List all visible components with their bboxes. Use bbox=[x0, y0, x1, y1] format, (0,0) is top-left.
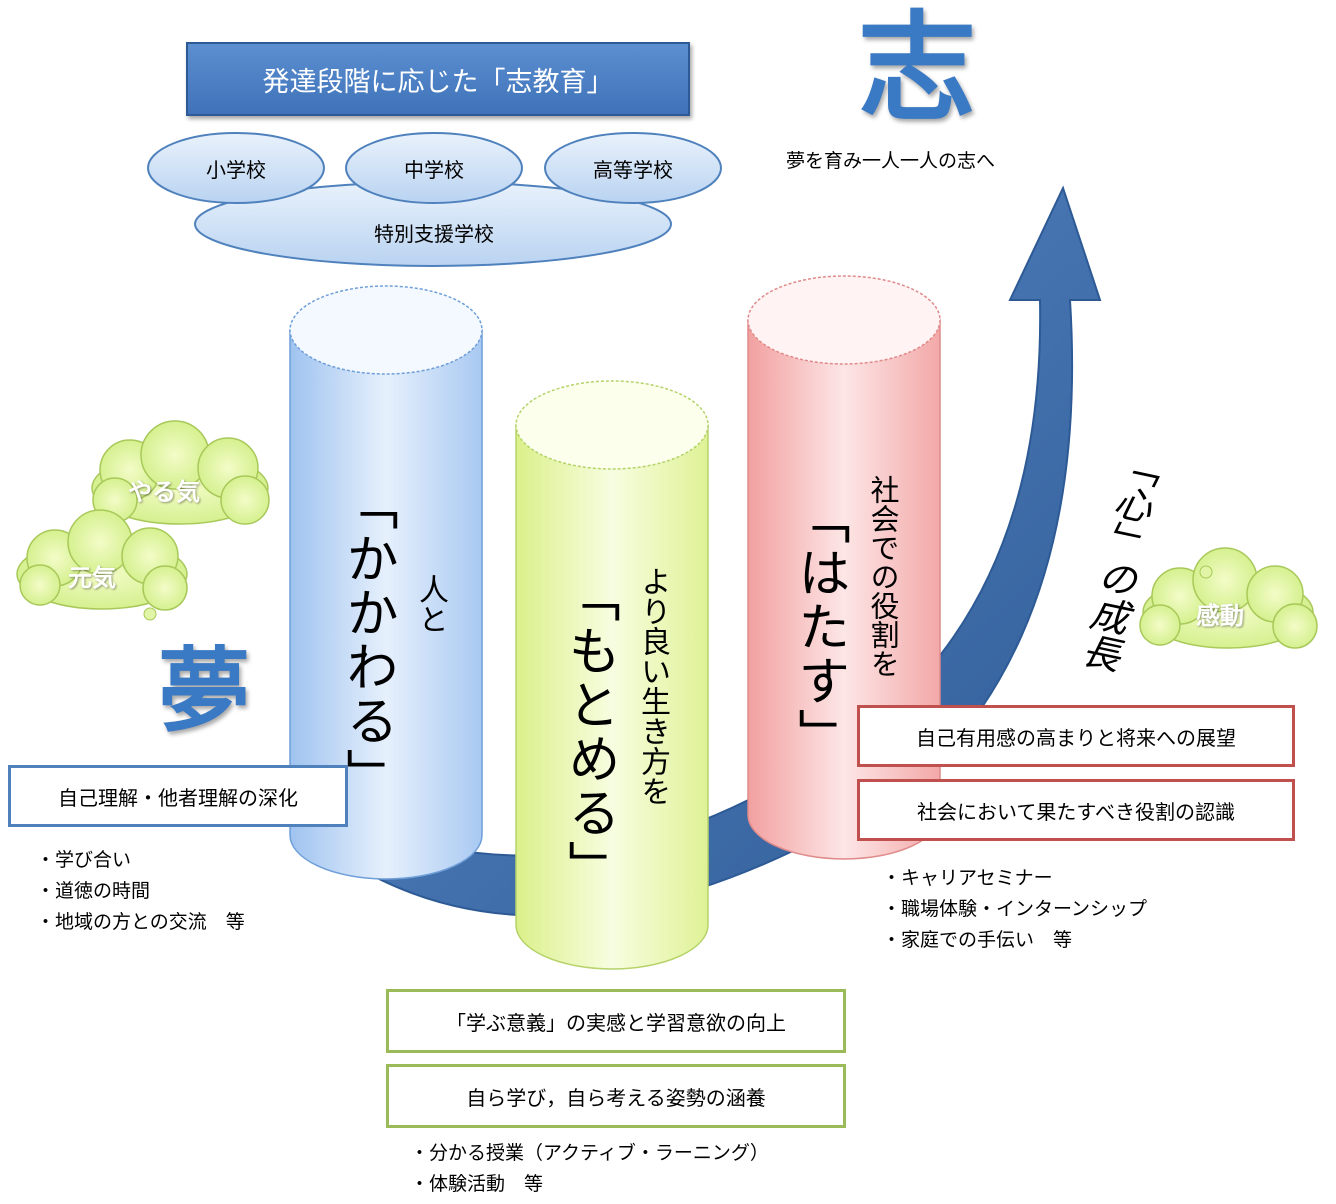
list-item: ・家庭での手伝い 等 bbox=[882, 929, 1073, 951]
school-elementary: 小学校 bbox=[206, 157, 266, 182]
cloud-yaruki bbox=[91, 420, 270, 525]
right-box-2: 社会において果たすべき役割の認識 bbox=[857, 779, 1295, 841]
yume-kanji: 夢 bbox=[158, 637, 251, 745]
bottom-list: ・分かる授業（アクティブ・ラーニング） ・体験活動 等 bbox=[410, 1138, 769, 1200]
cylinder-kakawaru bbox=[289, 285, 483, 880]
hatasu-main: 「はたす」 bbox=[789, 492, 849, 762]
list-item: ・学び合い bbox=[36, 849, 132, 871]
right-box-1: 自己有用感の高まりと将来への展望 bbox=[857, 705, 1295, 767]
kakawaru-main: 「かかわる」 bbox=[337, 478, 397, 802]
cloud-genki bbox=[16, 509, 188, 611]
cloud-kandou bbox=[1139, 547, 1318, 649]
cloud-label-kandou: 感動 bbox=[1196, 602, 1244, 630]
left-list: ・学び合い ・道徳の時間 ・地域の方との交流 等 bbox=[36, 845, 245, 938]
school-high-school: 高等学校 bbox=[593, 157, 673, 182]
list-item: ・体験活動 等 bbox=[410, 1173, 544, 1195]
kakawaru-sub: 人と bbox=[413, 574, 448, 634]
right-list: ・キャリアセミナー ・職場体験・インターンシップ ・家庭での手伝い 等 bbox=[882, 863, 1147, 956]
cloud-label-genki: 元気 bbox=[68, 564, 116, 592]
list-item: ・道徳の時間 bbox=[36, 880, 151, 902]
bottom-box-2: 自ら学び，自ら考える姿勢の涵養 bbox=[386, 1064, 846, 1128]
cylinder-motomeru bbox=[515, 380, 709, 970]
list-item: ・キャリアセミナー bbox=[882, 867, 1053, 889]
title-box: 発達段階に応じた「志教育」 bbox=[186, 42, 690, 116]
left-box: 自己理解・他者理解の深化 bbox=[8, 765, 348, 827]
cloud-bubble bbox=[1199, 565, 1213, 579]
list-item: ・職場体験・インターンシップ bbox=[882, 898, 1148, 920]
bottom-box-1: 「学ぶ意義」の実感と学習意欲の向上 bbox=[386, 989, 846, 1053]
school-special-support: 特別支援学校 bbox=[374, 221, 494, 246]
list-item: ・地域の方との交流 等 bbox=[36, 911, 245, 933]
list-item: ・分かる授業（アクティブ・ラーニング） bbox=[410, 1142, 769, 1164]
school-junior-high: 中学校 bbox=[404, 157, 464, 182]
hatasu-sub: 社会での役割を bbox=[866, 475, 900, 678]
ellipse-high-school bbox=[544, 132, 722, 204]
cloud-label-yaruki: やる気 bbox=[128, 478, 200, 506]
motomeru-sub: より良い生き方を bbox=[635, 566, 670, 806]
kokorozashi-caption: 夢を育み一人一人の志へ bbox=[786, 150, 996, 172]
ellipse-elementary bbox=[147, 132, 325, 204]
motomeru-main: 「もとめる」 bbox=[559, 570, 619, 894]
ellipse-junior-high bbox=[345, 132, 523, 204]
kokorozashi-kanji: 志 bbox=[858, 0, 977, 137]
cloud-bubble bbox=[143, 607, 157, 621]
